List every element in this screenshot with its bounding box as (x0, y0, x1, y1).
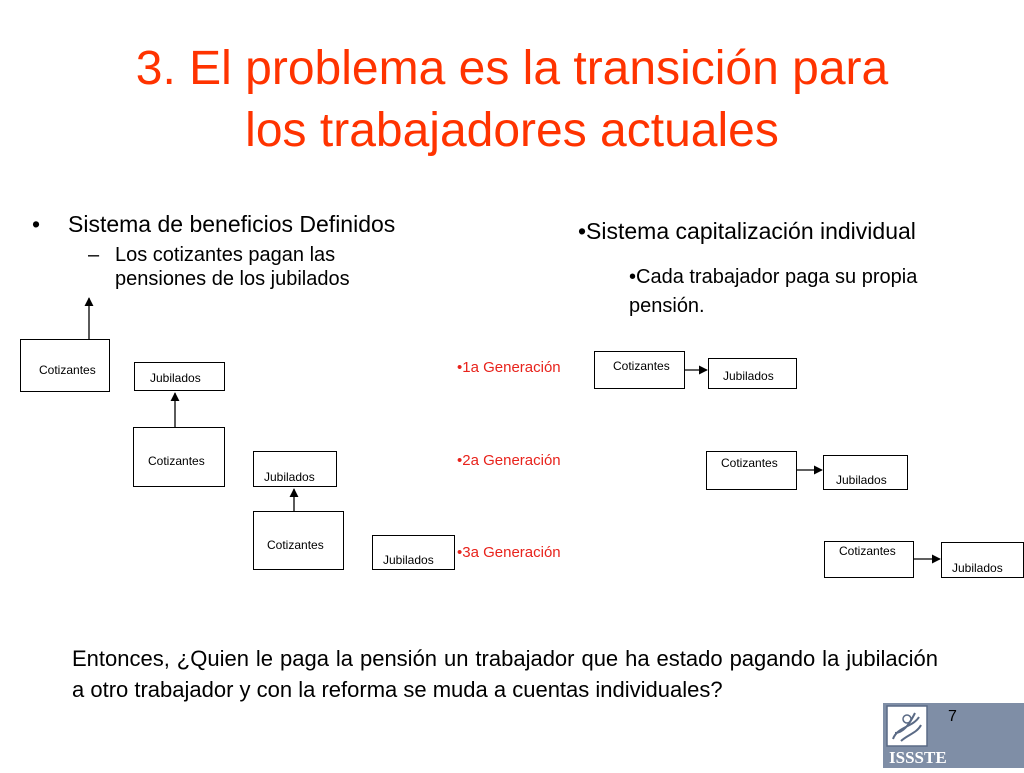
left-cotizantes-box-1: Cotizantes (20, 339, 110, 392)
issste-logo: ISSSTE (883, 703, 1024, 768)
closing-question: Entonces, ¿Quien le paga la pensión un t… (72, 646, 938, 702)
box-label: Cotizantes (839, 544, 896, 558)
box-label: Cotizantes (613, 359, 670, 373)
box-label: Cotizantes (39, 363, 96, 377)
left-sub-marker: – (88, 244, 100, 266)
generation-label-1: •1a Generación (457, 359, 561, 376)
left-jubilados-box-2: Jubilados (253, 451, 337, 487)
right-jubilados-box-1: Jubilados (708, 358, 797, 389)
page-number: 7 (948, 708, 957, 725)
issste-emblem-icon: ISSSTE (883, 703, 1024, 768)
right-bullet-text: •Sistema capitalización individual (578, 218, 916, 244)
box-label: Cotizantes (721, 456, 778, 470)
logo-text: ISSSTE (889, 748, 947, 767)
left-sub-line-1: Los cotizantes pagan las (115, 244, 336, 266)
title-line-2: los trabajadores actuales (245, 104, 779, 157)
generation-label-2: •2a Generación (457, 452, 561, 469)
box-label: Jubilados (150, 371, 201, 385)
box-label: Jubilados (264, 470, 315, 484)
left-cotizantes-box-3: Cotizantes (253, 511, 344, 570)
right-sub-line-1: •Cada trabajador paga su propia (629, 266, 918, 288)
box-label: Jubilados (723, 369, 774, 383)
left-jubilados-box-1: Jubilados (134, 362, 225, 391)
slide-title: 3. El problema es la transición para los… (30, 38, 994, 162)
right-cotizantes-box-1: Cotizantes (594, 351, 685, 389)
right-sub-line-2: pensión. (629, 295, 705, 317)
title-line-1: 3. El problema es la transición para (135, 42, 889, 95)
generation-label-3: •3a Generación (457, 544, 561, 561)
box-label: Jubilados (836, 473, 887, 487)
box-label: Cotizantes (148, 454, 205, 468)
right-cotizantes-box-2: Cotizantes (706, 451, 797, 490)
right-cotizantes-box-3: Cotizantes (824, 541, 914, 578)
box-label: Jubilados (383, 553, 434, 567)
left-bullet-marker: • (32, 211, 41, 237)
left-cotizantes-box-2: Cotizantes (133, 427, 225, 487)
left-jubilados-box-3: Jubilados (372, 535, 455, 570)
right-jubilados-box-3: Jubilados (941, 542, 1024, 578)
left-sub-line-2: pensiones de los jubilados (115, 268, 350, 290)
left-bullet-text: Sistema de beneficios Definidos (68, 211, 396, 237)
box-label: Jubilados (952, 561, 1003, 575)
box-label: Cotizantes (267, 538, 324, 552)
right-jubilados-box-2: Jubilados (823, 455, 908, 490)
